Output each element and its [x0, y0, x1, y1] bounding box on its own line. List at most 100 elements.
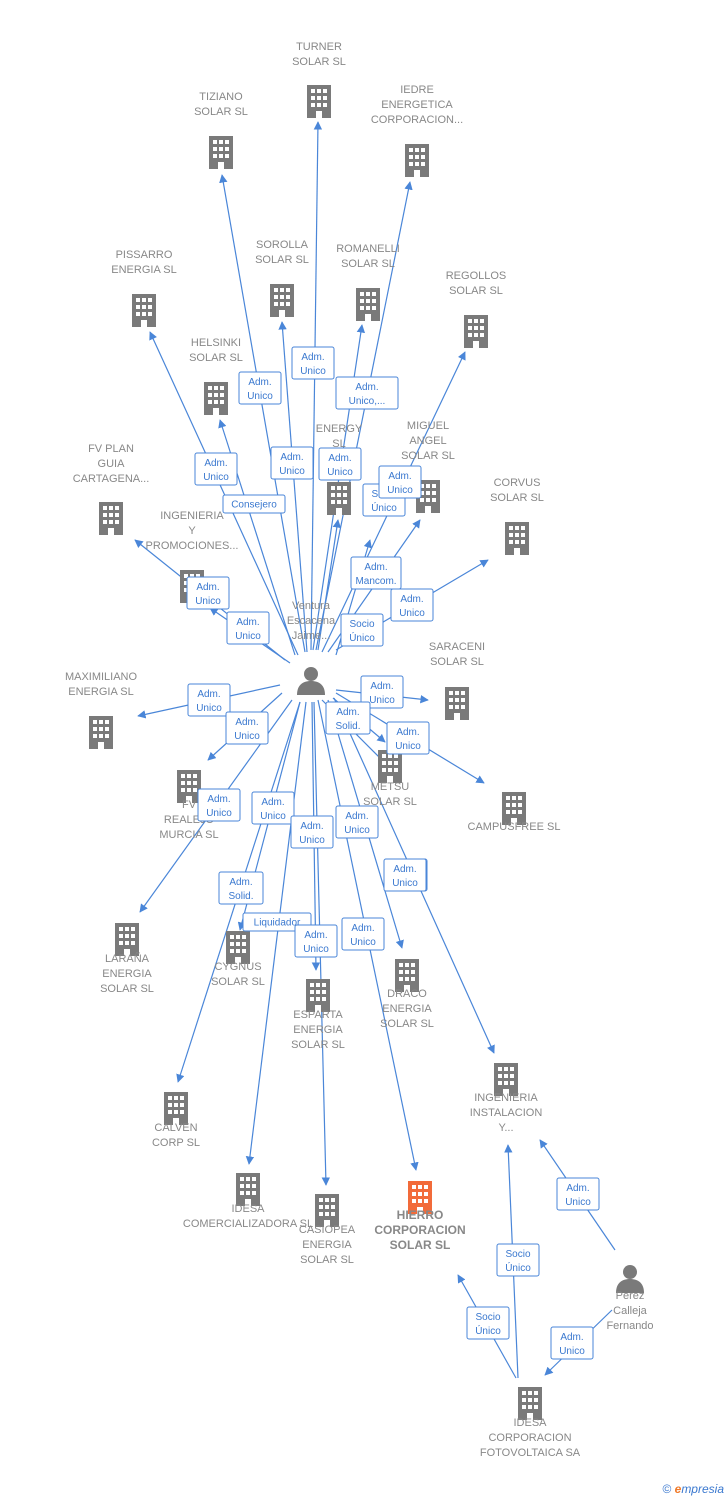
node-label: Calleja	[613, 1305, 648, 1317]
relation-badge[interactable]: Adm.Unico	[194, 452, 238, 486]
relation-badge[interactable]: Consejero	[222, 494, 286, 514]
building-icon	[236, 1173, 260, 1206]
badge-label: Solid.	[228, 891, 253, 902]
badge-label: Adm.	[566, 1183, 589, 1194]
relation-badge[interactable]: Adm.Unico	[251, 791, 295, 825]
badge-box	[341, 917, 385, 951]
building-icon	[445, 687, 469, 720]
badges-layer: Adm.UnicoAdm.UnicoAdm.Unico,...Adm.Unico…	[186, 346, 600, 1360]
relation-badge[interactable]: Adm.Unico	[550, 1326, 594, 1360]
node-inginst[interactable]: INGENIERIAINSTALACIONY...	[470, 1063, 543, 1134]
node-ventura[interactable]: VenturaEscacenaJaime...	[287, 600, 336, 695]
relation-badge[interactable]: Adm.Unico	[197, 788, 241, 822]
badge-box	[290, 815, 334, 849]
badge-box	[466, 1306, 510, 1340]
node-label: CYGNUS	[214, 961, 261, 973]
node-label: ENERGIA	[293, 1024, 343, 1036]
relation-badge[interactable]: Adm.Unico	[294, 924, 338, 958]
badge-label: Único	[505, 1261, 531, 1274]
empresia-brand[interactable]: © empresia	[662, 1482, 724, 1496]
node-label: PROMOCIONES...	[146, 540, 239, 552]
relation-badge[interactable]: Adm.Unico	[341, 917, 385, 951]
badge-box	[242, 912, 312, 932]
relation-badge[interactable]: Adm.Unico	[238, 371, 282, 405]
relation-badge[interactable]: Adm.Unico	[318, 447, 362, 481]
node-fvplan[interactable]: FV PLANGUIACARTAGENA...	[73, 443, 150, 535]
node-label: IDESA	[231, 1203, 265, 1215]
badge-box	[383, 858, 427, 892]
building-icon	[405, 144, 429, 177]
relation-badge[interactable]: Adm.Unico	[270, 446, 314, 480]
node-label: CASIOPEA	[299, 1224, 356, 1236]
node-label: INGENIERIA	[474, 1092, 538, 1104]
relation-badge[interactable]: Adm.Unico	[187, 683, 231, 717]
relation-badge[interactable]: Adm.Unico	[360, 675, 404, 709]
relation-badge[interactable]: Adm.Unico	[225, 711, 269, 745]
node-campusfree[interactable]: CAMPUSFREE SL	[468, 792, 561, 833]
node-label: CORVUS	[494, 477, 541, 489]
relation-badge[interactable]: Adm.Unico	[378, 465, 422, 499]
relation-badge[interactable]: Adm.Unico	[291, 346, 335, 380]
relation-badge[interactable]: Adm.Mancom.	[350, 556, 402, 590]
badge-box	[270, 446, 314, 480]
relation-badge[interactable]: Adm.Solid.	[218, 871, 264, 905]
node-label: PISSARRO	[116, 249, 173, 261]
node-label: MIGUEL	[407, 420, 449, 432]
relation-badge[interactable]: Adm.Unico	[383, 858, 427, 892]
relation-badge[interactable]: Adm.Unico,...	[335, 376, 399, 410]
relation-badge[interactable]: Adm.Unico	[290, 815, 334, 849]
node-label: SL	[332, 438, 345, 450]
badge-box	[340, 613, 384, 647]
building-icon	[270, 284, 294, 317]
node-label: ENERGIA	[382, 1003, 432, 1015]
relation-badge[interactable]: Adm.Unico	[386, 721, 430, 755]
node-ingprom[interactable]: INGENIERIAYPROMOCIONES...	[146, 510, 239, 603]
relation-badge[interactable]: Adm.Solid.	[325, 701, 371, 735]
relation-edge	[149, 331, 299, 656]
node-iedre[interactable]: IEDREENERGETICACORPORACION...	[371, 84, 463, 177]
badge-label: Unico	[235, 631, 261, 642]
relation-edge	[315, 181, 413, 651]
relation-badge[interactable]: Adm.Unico	[226, 611, 270, 645]
badge-label: Adm.	[355, 382, 378, 393]
node-label: SOLAR SL	[189, 352, 243, 364]
node-label: CORPORACION	[374, 1223, 465, 1237]
badge-box	[238, 371, 282, 405]
relation-badge[interactable]: Adm.Unico	[390, 588, 434, 622]
node-label: Fernando	[606, 1320, 653, 1332]
building-icon	[356, 288, 380, 321]
relation-badge[interactable]: Adm.Unico	[186, 576, 230, 610]
relation-badge[interactable]: Liquidador	[242, 912, 312, 932]
relation-badge[interactable]: Adm.Unico	[556, 1177, 600, 1211]
node-label: Y...	[498, 1122, 513, 1134]
node-label: ROMANELLI	[336, 243, 400, 255]
relation-badge[interactable]: Adm.Unico	[335, 805, 379, 839]
